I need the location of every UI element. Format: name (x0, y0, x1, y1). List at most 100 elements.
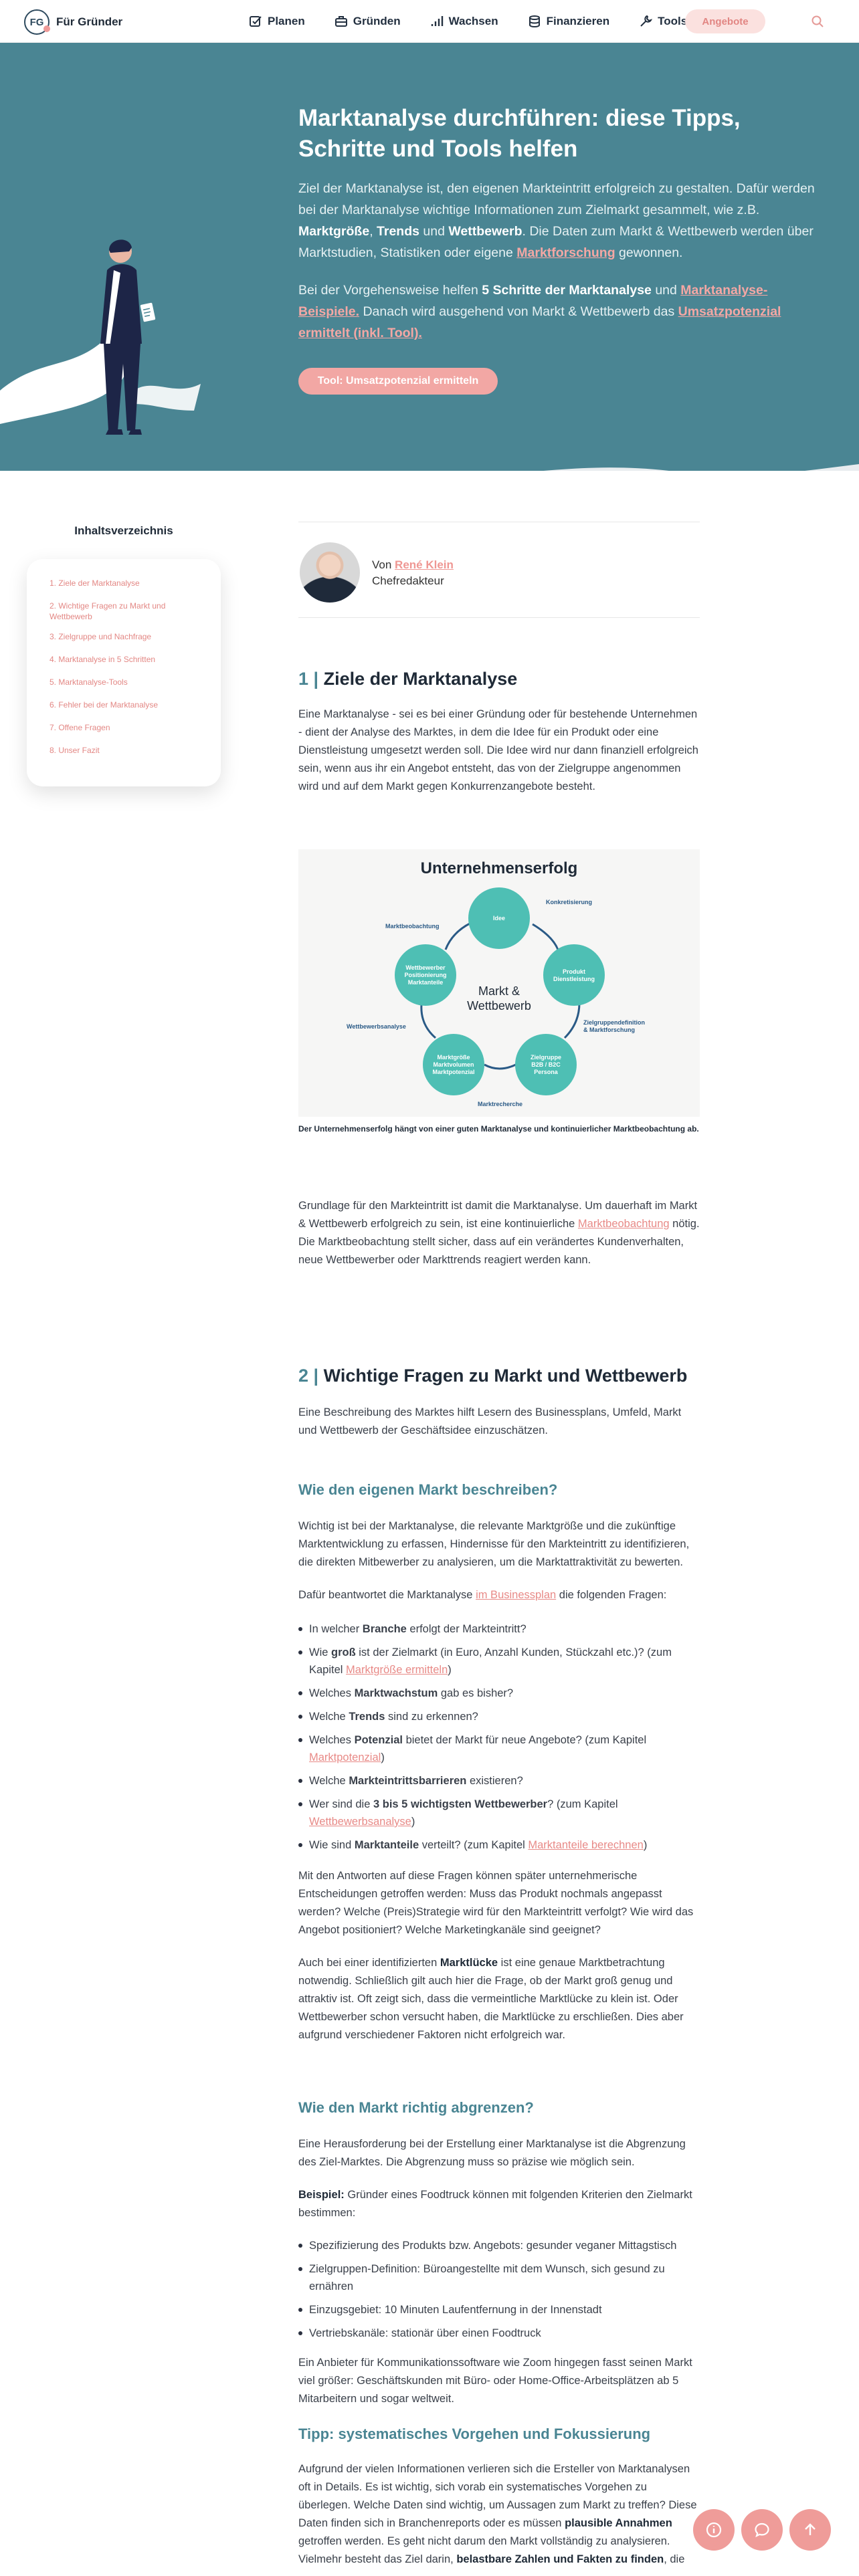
list-item: Welches Marktwachstum gab es bisher? (298, 1685, 700, 1702)
subheading: Tipp: systematisches Vorgehen und Fokuss… (298, 2426, 651, 2442)
nav-tools[interactable]: Tools (639, 15, 687, 28)
list-item: Wie sind Marktanteile verteilt? (zum Kap… (298, 1836, 700, 1854)
section-heading: 1 | Ziele der Marktanalyse (298, 669, 518, 689)
paragraph: Eine Marktanalyse - sei es bei einer Grü… (298, 708, 698, 792)
link-marktpotenzial[interactable]: Marktpotenzial (309, 1751, 381, 1763)
svg-text:Idee: Idee (493, 915, 505, 922)
scroll-top-button[interactable] (789, 2509, 831, 2551)
svg-text:Marktvolumen: Marktvolumen (433, 1061, 474, 1068)
list-item: Wie groß ist der Zielmarkt (in Euro, Anz… (298, 1644, 700, 1679)
toc-item[interactable]: 2. Wichtige Fragen zu Markt und Wettbewe… (50, 601, 166, 621)
nav-label: Planen (268, 15, 305, 27)
svg-text:Marktpotenzial: Marktpotenzial (432, 1069, 474, 1075)
nav-wachsen[interactable]: Wachsen (430, 15, 498, 28)
toc-item[interactable]: 3. Zielgruppe und Nachfrage (50, 632, 152, 641)
chat-button[interactable] (741, 2509, 783, 2551)
svg-text:Produkt: Produkt (563, 968, 585, 975)
coins-stack-icon (529, 15, 540, 28)
toc-item[interactable]: 6. Fehler bei der Marktanalyse (50, 700, 159, 710)
chat-bubble-icon (755, 2523, 769, 2538)
svg-text:B2B / B2C: B2B / B2C (531, 1061, 561, 1068)
svg-text:Marktgröße: Marktgröße (437, 1054, 470, 1061)
svg-text:Markt &: Markt & (478, 984, 520, 998)
arrow-up-icon (805, 2523, 816, 2535)
svg-text:Marktbeobachtung: Marktbeobachtung (385, 923, 440, 930)
paragraph: Aufgrund der vielen Informationen verlie… (298, 2463, 697, 2565)
toc-item[interactable]: 1. Ziele der Marktanalyse (50, 578, 140, 588)
svg-text:Dienstleistung: Dienstleistung (553, 976, 595, 982)
paragraph: Auch bei einer identifizierten Marktlück… (298, 1957, 684, 2041)
link-marktforschung[interactable]: Marktforschung (516, 245, 615, 260)
svg-text:Persona: Persona (534, 1069, 559, 1075)
section-2: 2 | Wichtige Fragen zu Markt und Wettbew… (298, 1366, 700, 2569)
link-marktgroesse[interactable]: Marktgröße ermitteln (346, 1664, 448, 1676)
svg-text:Zielgruppe: Zielgruppe (531, 1054, 561, 1061)
paragraph: Eine Herausforderung bei der Erstellung … (298, 2138, 686, 2168)
section-heading: 2 | Wichtige Fragen zu Markt und Wettbew… (298, 1366, 688, 1386)
list-item: Vertriebskanäle: stationär über einen Fo… (298, 2325, 700, 2342)
hero-wave (543, 464, 859, 471)
svg-text:Wettbewerbsanalyse: Wettbewerbsanalyse (347, 1023, 406, 1030)
svg-text:Positionierung: Positionierung (405, 972, 447, 978)
toc-item[interactable]: 5. Marktanalyse-Tools (50, 677, 128, 687)
link-beispiele[interactable]: Marktanalyse-Beispiele. (298, 283, 768, 319)
search-icon[interactable] (811, 15, 824, 28)
author-link[interactable]: René Klein (395, 558, 454, 571)
link-umsatzpotenzial[interactable]: Umsatzpotenzial ermittelt (inkl. Tool). (298, 304, 781, 340)
hero-steps: Bei der Vorgehensweise helfen 5 Schritte… (298, 283, 781, 340)
svg-text:Wettbewerber: Wettbewerber (405, 964, 446, 971)
paragraph: Wichtig ist bei der Marktanalyse, die re… (298, 1520, 690, 1568)
briefcase-icon (335, 16, 347, 27)
nav-label: Gründen (353, 15, 401, 27)
hero-intro: Ziel der Marktanalyse ist, den eigenen M… (298, 181, 815, 260)
paragraph: Eine Beschreibung des Marktes hilft Lese… (298, 1406, 682, 1436)
image-caption: Der Unternehmenserfolg hängt von einer g… (298, 1124, 699, 1134)
toc-title: Inhaltsverzeichnis (74, 524, 173, 537)
list-item: Spezifizierung des Produkts bzw. Angebot… (298, 2237, 700, 2254)
page-title: Marktanalyse durchführen: diese Tipps, S… (298, 105, 741, 162)
link-marktanteile[interactable]: Marktanteile berechnen (528, 1839, 644, 1851)
link-marktbeobachtung[interactable]: Marktbeobachtung (577, 1218, 670, 1230)
svg-text:Konkretisierung: Konkretisierung (546, 899, 592, 905)
paragraph: Dafür beantwortet die Marktanalyse im Bu… (298, 1589, 667, 1601)
nav-finanzieren[interactable]: Finanzieren (528, 15, 609, 28)
table-of-contents: 1. Ziele der Marktanalyse 2. Wichtige Fr… (27, 559, 221, 786)
list-item: Welche Trends sind zu erkennen? (298, 1708, 700, 1725)
site-header: FG Für Gründer Planen Gründen Wachsen Fi… (0, 0, 859, 43)
author-box: Von René Klein Chefredakteur (298, 522, 700, 618)
main-nav: Planen Gründen Wachsen Finanzieren Tools (249, 0, 687, 43)
paragraph: Mit den Antworten auf diese Fragen könne… (298, 1870, 694, 1936)
checkbox-icon (250, 16, 262, 27)
nav-planen[interactable]: Planen (249, 15, 305, 28)
paragraph: Ein Anbieter für Kommunikationssoftware … (298, 2357, 692, 2405)
list-item: Welche Markteintrittsbarrieren existiere… (298, 1772, 700, 1790)
author-avatar (300, 542, 360, 603)
info-icon (706, 2522, 722, 2538)
umsatzpotenzial-tool-button[interactable]: Tool: Umsatzpotenzial ermitteln (298, 368, 498, 395)
list-item: Welches Potenzial bietet der Markt für n… (298, 1731, 700, 1766)
signal-bars-icon (431, 16, 443, 26)
info-button[interactable] (693, 2509, 735, 2551)
nav-label: Wachsen (448, 15, 498, 27)
wrench-icon (640, 15, 653, 27)
list-item: In welcher Branche erfolgt der Markteint… (298, 1620, 700, 1638)
svg-text:Marktanteile: Marktanteile (408, 979, 444, 986)
section-1-cont: Grundlage für den Markteintritt ist dami… (298, 1197, 700, 1269)
logo-text: Für Gründer (56, 15, 123, 28)
toc-item[interactable]: 7. Offene Fragen (50, 723, 110, 732)
site-logo[interactable]: FG Für Gründer (24, 9, 122, 35)
list-item: Einzugsgebiet: 10 Minuten Laufentfernung… (298, 2301, 700, 2319)
toc-item[interactable]: 8. Unser Fazit (50, 746, 100, 755)
link-wettbewerbsanalyse[interactable]: Wettbewerbsanalyse (309, 1816, 411, 1828)
author-byline: Von René Klein (372, 558, 454, 571)
cycle-diagram: Unternehmenserfolg Idee ProduktDienstlei… (347, 859, 645, 1107)
angebote-button[interactable]: Angebote (685, 9, 765, 33)
question-list: In welcher Branche erfolgt der Markteint… (298, 1620, 700, 1854)
section-1: 1 | Ziele der Marktanalyse Eine Marktana… (298, 669, 700, 796)
subheading: Wie den eigenen Markt beschreiben? (298, 1481, 558, 1498)
link-businessplan[interactable]: im Businessplan (476, 1589, 557, 1601)
nav-gruenden[interactable]: Gründen (335, 15, 401, 28)
svg-text:& Marktforschung: & Marktforschung (583, 1027, 635, 1033)
toc-item[interactable]: 4. Marktanalyse in 5 Schritten (50, 655, 156, 664)
